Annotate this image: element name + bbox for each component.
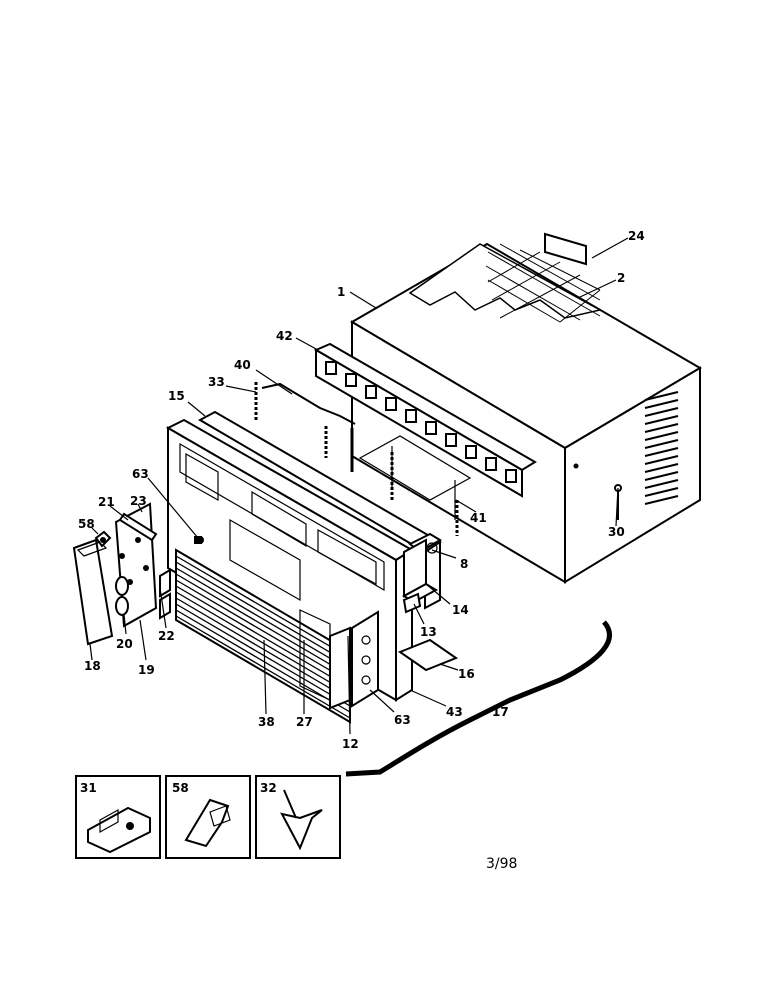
callout-21: 21 — [98, 495, 115, 509]
callout-18: 18 — [84, 659, 101, 673]
callout-24: 24 — [628, 229, 645, 243]
inset-box-3: 32 — [255, 775, 341, 859]
callout-63b: 63 — [394, 713, 411, 727]
callout-38: 38 — [258, 715, 275, 729]
callout-22: 22 — [158, 629, 175, 643]
insulation-pad — [485, 243, 601, 323]
chassis-interior — [358, 435, 472, 501]
callout-1: 1 — [337, 285, 345, 299]
callout-14: 14 — [452, 603, 469, 617]
callout-20: 20 — [116, 637, 133, 651]
inset-3-label: 32 — [260, 781, 277, 795]
callout-42: 42 — [276, 329, 293, 343]
callout-43: 43 — [446, 705, 463, 719]
hook-icon — [280, 789, 323, 851]
inset-box-1: 31 — [75, 775, 161, 859]
seal-strip-33 — [254, 382, 354, 472]
clip-22 — [159, 568, 171, 598]
callout-19: 19 — [138, 663, 155, 677]
clip-icon — [184, 798, 231, 848]
callout-13: 13 — [420, 625, 437, 639]
control-cover — [72, 538, 114, 646]
tray-16 — [397, 638, 459, 672]
clip-58 — [94, 530, 112, 548]
bracket-icon — [87, 806, 151, 854]
louver-bar — [313, 342, 537, 498]
callout-41: 41 — [470, 511, 487, 525]
callout-33: 33 — [208, 375, 225, 389]
front-grille — [175, 548, 351, 724]
side-louvres — [644, 391, 679, 505]
callout-15: 15 — [168, 389, 185, 403]
callout-12: 12 — [342, 737, 359, 751]
seal-strip-17 — [345, 620, 612, 777]
knob-icon — [115, 576, 129, 616]
side-vent — [351, 610, 379, 708]
date-code: 3/98 — [486, 856, 518, 872]
bracket-23 — [118, 512, 158, 542]
callout-27: 27 — [296, 715, 313, 729]
inset-2-label: 58 — [172, 781, 189, 795]
callout-17: 17 — [492, 705, 509, 719]
callout-8: 8 — [460, 557, 468, 571]
callout-40: 40 — [234, 358, 251, 372]
callout-23: 23 — [130, 494, 147, 508]
leader-lines — [89, 237, 629, 735]
callout-2: 2 — [617, 271, 625, 285]
label-plate — [544, 232, 587, 266]
callout-58: 58 — [78, 517, 95, 531]
inset-box-2: 58 — [165, 775, 251, 859]
callout-30: 30 — [608, 525, 625, 539]
seal-strip-41 — [390, 452, 459, 536]
callout-63a: 63 — [132, 467, 149, 481]
inset-1-label: 31 — [80, 781, 97, 795]
callout-16: 16 — [458, 667, 475, 681]
screw-63 — [194, 536, 202, 544]
